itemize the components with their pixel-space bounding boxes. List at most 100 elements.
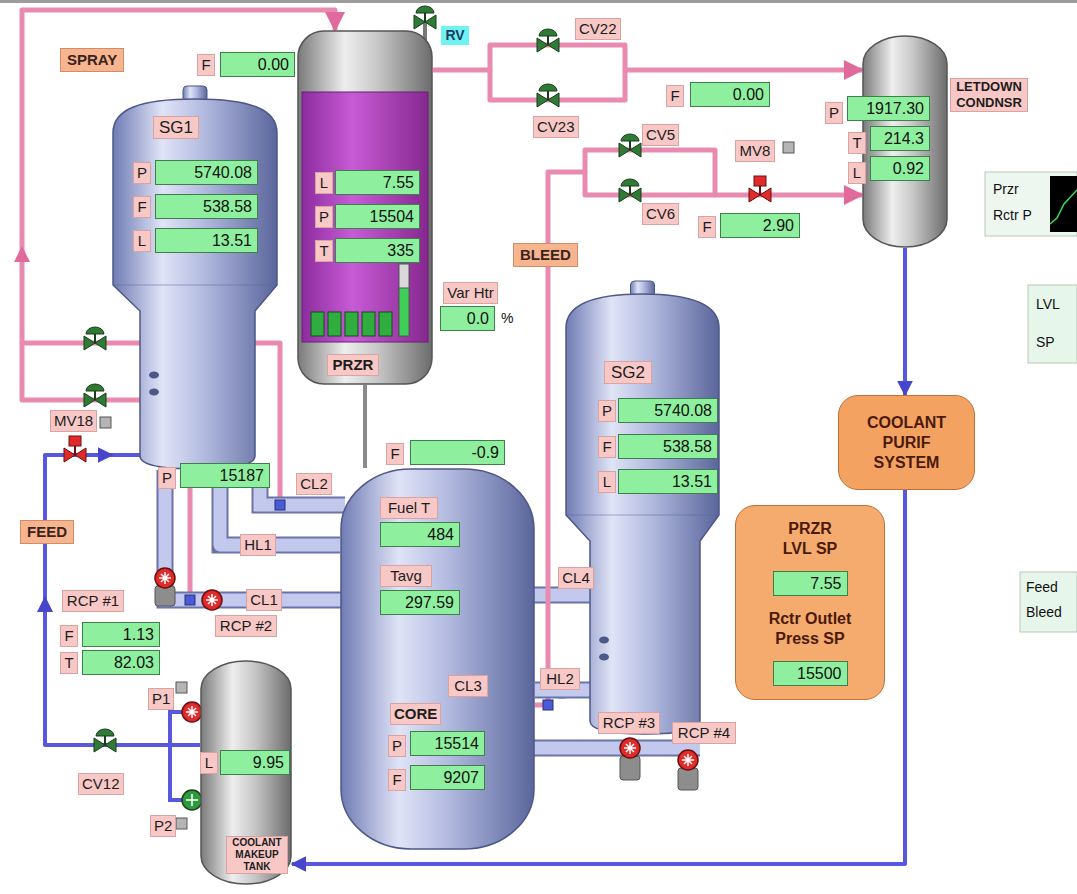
value-readout: 297.59 (380, 590, 460, 615)
tag-label: CL2 (296, 473, 332, 495)
value-readout: 5740.08 (155, 160, 258, 185)
tag-label: CL3 (448, 675, 488, 697)
vessel-outline (302, 92, 428, 342)
control-valve (84, 384, 106, 407)
vessel-outline (566, 294, 719, 734)
vessel-outline (345, 312, 358, 336)
tag-label: P (158, 467, 176, 489)
value-readout: 15514 (410, 731, 485, 756)
tag-label: CV22 (575, 18, 621, 40)
valve-label: RV (441, 26, 469, 45)
pump-symbol (155, 568, 175, 588)
tag-label: P (598, 400, 616, 422)
tag-label: F (388, 769, 406, 791)
box-title: Rctr Outlet Press SP (760, 609, 860, 649)
plain-label: Przr (993, 180, 1033, 198)
pump-motor (678, 768, 698, 790)
tag-label: F (386, 443, 404, 465)
tag-label: RCP #2 (215, 615, 277, 637)
tag-label: CL4 (558, 567, 594, 589)
tag-label: MV18 (50, 410, 97, 432)
value-readout: 1917.30 (847, 96, 930, 121)
tag-label: P (825, 102, 843, 124)
value-readout: 484 (380, 522, 460, 547)
control-valve (94, 729, 116, 752)
rcs-pipe (165, 470, 345, 600)
vessel-outline (379, 312, 392, 336)
tag-label: SG2 (604, 361, 652, 384)
tap-point (275, 500, 285, 510)
value-readout: 15504 (335, 204, 420, 229)
value-readout: 9.95 (220, 750, 290, 775)
value-readout: 7.55 (335, 170, 420, 195)
tag-label: HL2 (540, 668, 580, 690)
tag-label: CORE (390, 703, 441, 725)
value-readout: 13.51 (155, 228, 258, 253)
control-valve (619, 134, 641, 157)
plain-label: Bleed (1026, 603, 1070, 621)
plain-label: SP (1036, 333, 1066, 351)
plain-label: % (501, 309, 515, 327)
pipe-line (363, 385, 367, 468)
control-valve (537, 84, 559, 107)
box-title: PRZR LVL SP (777, 519, 843, 559)
status-square (783, 142, 794, 153)
tag-label: SG1 (153, 116, 199, 139)
trend-panel (1050, 190, 1077, 224)
control-valve (537, 29, 559, 52)
rcs-pipe (530, 589, 598, 602)
spray-branch (585, 172, 715, 195)
rcs-pipe (530, 587, 598, 604)
vessel-outline (298, 31, 432, 384)
reactor-vessel: Fuel T484Tavg297.59COREP15514F9207 (340, 468, 535, 850)
trend-panel (1050, 176, 1077, 232)
tag-label: RCP #1 (62, 590, 124, 612)
pipe-line (903, 248, 907, 395)
value-readout: 15500 (773, 661, 848, 686)
tag-label: PRZR (327, 354, 379, 376)
vessel-outline (599, 654, 609, 661)
pump-symbol (678, 750, 698, 770)
box-title: COOLANT PURIF SYSTEM (861, 413, 953, 473)
tag-label: L (133, 230, 151, 252)
letdown-condenser: LETDOWN CONDNSRP1917.30T214.3L0.92 (862, 35, 948, 248)
vessel-outline (201, 661, 291, 884)
tag-label: Var Htr (443, 282, 498, 304)
pump-symbol (182, 790, 202, 810)
rcs-pipe (260, 470, 345, 505)
edge-label: BLEED (513, 243, 578, 267)
value-readout: 13.51 (618, 469, 718, 494)
value-readout: -0.9 (410, 440, 505, 465)
value-readout: 9207 (410, 765, 485, 790)
vessel-outline (341, 469, 534, 849)
pump-symbol (182, 702, 202, 722)
value-readout: 0.00 (690, 82, 770, 107)
tag-label: T (315, 240, 333, 262)
tap-point (185, 595, 195, 605)
tag-label: HL1 (240, 534, 276, 556)
pump-motor (155, 586, 175, 606)
edge-label: SPRAY (60, 48, 124, 72)
trend-panel (985, 172, 1077, 236)
tag-label: F (197, 54, 215, 76)
tag-label: Tavg (380, 565, 432, 587)
flow-arrow (14, 246, 30, 262)
vessel-outline (565, 280, 720, 735)
tag-label: F (133, 196, 151, 218)
tag-label: CV12 (78, 773, 124, 795)
steam-generator: SG2P5740.08F538.58L13.51 (565, 280, 720, 735)
tag-label: MV8 (735, 140, 775, 162)
feed-manifold (170, 712, 182, 800)
vessel-outline (112, 85, 278, 470)
value-readout: 5740.08 (618, 398, 718, 423)
relief-valve (414, 6, 436, 29)
trend-panel (985, 172, 1077, 236)
vessel-outline (114, 285, 276, 286)
value-readout: 0.92 (870, 156, 930, 181)
rcs-pipe (165, 470, 345, 600)
pipe-line (45, 455, 200, 745)
value-readout: 2.90 (720, 213, 800, 238)
tag-label: T (848, 132, 866, 154)
vessel-outline (362, 312, 375, 336)
